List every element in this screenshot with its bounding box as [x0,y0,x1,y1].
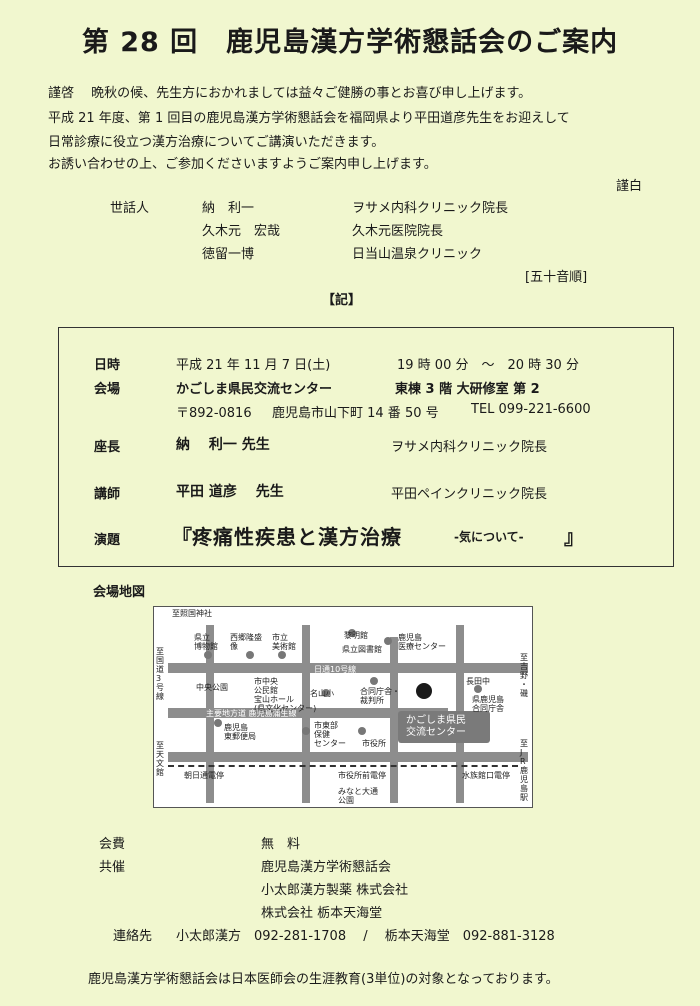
greeting-line-3: 日常診療に役立つ漢方治療についてご講演いただきます。 [48,135,385,150]
map-label: 黎明館 [344,631,368,640]
organizer-affiliation: ヲサメ内科クリニック院長 [352,201,509,216]
event-details-box: 日時 平成 21 年 11 月 7 日(土) 19 時 00 分 ～ 20 時 … [58,327,674,567]
map-label: 県立 博物館 [194,633,218,651]
venue-box [398,711,490,743]
map-label: 市役所前電停 [338,771,386,780]
speaker-label: 講師 [94,487,121,502]
map-label: 水族館口電停 [462,771,510,780]
map-label: 県鹿児島 合同庁舎 [472,695,504,713]
map-heading: 会場地図 [93,585,146,600]
topic-label: 演題 [94,533,121,548]
organizers-label: 世話人 [110,201,150,216]
map-medical-marker [384,637,392,645]
page-title: 第 28 回 鹿児島漢方学術懇話会のご案内 [81,27,619,58]
speaker-affiliation: 平田ペインクリニック院長 [391,487,548,502]
postal-code: 〒892-0816 [176,406,252,421]
map-label: 日通10号線 [314,665,357,674]
closing-word: 謹白 [616,179,643,194]
map-road [206,625,214,803]
map-label: 名山小 [310,689,334,698]
cosponsor-org: 小太郎漢方製薬 株式会社 [261,883,409,898]
map-label: 至 国 道 3 号 線 [156,647,164,701]
map-label: みなと大通 公園 [338,787,378,805]
venue-map-label: かごしま県民 交流センター [406,715,466,738]
map-label: 西郷隆盛 像 [230,633,262,651]
greeting-line-2: 平成 21 年度、第 1 回目の鹿児島漢方学術懇話会を福岡県より平田道彦先生をお… [48,111,570,126]
map-label: 至 J R 鹿 児 島 駅 [520,739,528,802]
venue-address: 鹿児島市山下町 14 番 50 号 [272,406,439,421]
map-post-marker [214,719,222,727]
organizer-name: 徳留一博 [202,247,255,262]
map-label: 市立 美術館 [272,633,296,651]
topic-close-bracket: 』 [564,525,585,549]
map-health-marker [302,727,310,735]
map-cityoffice-marker [358,727,366,735]
map-label: 至 天 文 館 [156,741,164,777]
topic-open-bracket: 『 [172,525,193,549]
map-label: 市東部 保健 センター [314,721,346,748]
order-note: [五十音順] [525,270,588,285]
map-label: 至照国神社 [172,609,212,618]
venue-label: 会場 [94,382,121,397]
organizer-affiliation: 日当山温泉クリニック [352,247,483,262]
map-label: 中央公園 [196,683,228,692]
map-road [168,752,528,762]
map-nagata-marker [474,685,482,693]
organizer-name: 納 利一 [202,201,255,216]
venue-room: 東棟 3 階 大研修室 第 2 [395,382,540,397]
map-label: 主要地方道 鹿児島蒲生線 [206,709,297,718]
datetime-label: 日時 [94,358,121,373]
map-label: 市役所 [362,739,386,748]
chair-label: 座長 [94,440,121,455]
map-label: 鹿児島 東郵便局 [224,723,256,741]
map-label: 至 吉 野 ・ 磯 [520,653,528,698]
map-road [168,663,528,673]
venue-location-marker [416,683,432,699]
map-museum-marker [204,651,212,659]
venue-map: かごしま県民 交流センター 至照国神社 県立 博物館 西郷隆盛 像 市立 美術館… [153,606,533,808]
map-label: 宝山ホール (県文化センター) [254,695,317,713]
tram-line [168,765,518,767]
talk-title: 疼痛性疾患と漢方治療 [192,525,402,549]
fee-label: 会費 [99,837,126,852]
contact-label: 連絡先 [113,929,153,944]
map-art-marker [278,651,286,659]
map-label: 鹿児島 医療センター [398,633,446,651]
chair-affiliation: ヲサメ内科クリニック院長 [391,440,548,455]
map-saigo-marker [246,651,254,659]
map-label: 合同庁舎・ 裁判所 [360,687,400,705]
map-govt-marker [370,677,378,685]
talk-subtitle: -気について- [454,530,524,544]
organizer-affiliation: 久木元医院院長 [352,224,444,239]
greeting-line-1: 謹啓 晩秋の候、先生方におかれましては益々ご健勝の事とお喜び申し上げます。 [48,86,532,101]
organizer-name: 久木元 宏哉 [202,224,281,239]
speaker-name: 平田 道彦 先生 [176,484,284,500]
event-time: 19 時 00 分 ～ 20 時 30 分 [397,358,579,373]
venue-name: かごしま県民交流センター [176,382,333,397]
map-road [302,625,310,803]
cme-note: 鹿児島漢方学術懇話会は日本医師会の生涯教育(3単位)の対象となっております。 [88,972,559,987]
map-label: 長田中 [466,677,490,686]
greeting-line-4: お誘い合わせの上、ご参加くださいますようご案内申し上げます。 [48,157,437,172]
fee-value: 無 料 [261,837,301,852]
map-label: 朝日通電停 [184,771,224,780]
cosponsor-org: 鹿児島漢方学術懇話会 [261,860,392,875]
cosponsor-label: 共催 [99,860,126,875]
venue-tel: TEL 099-221-6600 [471,402,591,417]
map-meizan-marker [322,689,330,697]
map-label: 県立図書館 [342,645,382,654]
chair-name: 納 利一 先生 [176,437,270,453]
cosponsor-org: 株式会社 栃本天海堂 [261,906,383,921]
map-reimeikan-marker [348,629,356,637]
event-date: 平成 21 年 11 月 7 日(土) [176,358,331,373]
map-road [390,637,398,803]
contact-entries: 小太郎漢方 092-281-1708 / 栃本天海堂 092-881-3128 [176,929,555,944]
map-label: 市中央 公民館 [254,677,278,695]
ki-heading: 【記】 [322,293,362,308]
